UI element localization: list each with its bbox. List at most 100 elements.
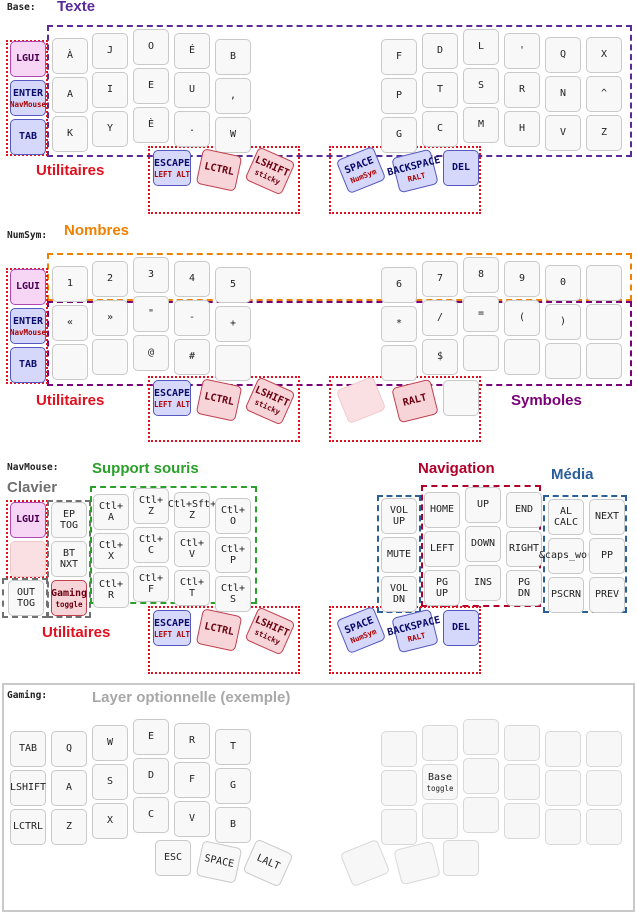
key-label: A	[107, 512, 115, 523]
key-label: É	[188, 45, 196, 57]
key-label: F	[395, 51, 403, 63]
key-blank	[586, 265, 622, 301]
key-label: Ctl+	[220, 582, 246, 594]
key-label: 4	[188, 273, 196, 285]
key-tab: TAB	[10, 731, 46, 767]
key-ctl-p: Ctl+P	[215, 537, 251, 573]
key-z: Z	[586, 115, 622, 151]
key-pp: PP	[589, 538, 625, 574]
key-p: P	[381, 78, 417, 114]
frame-nombres	[47, 253, 632, 301]
key-sublabel: toggle	[426, 783, 454, 793]
key-label: INS	[473, 577, 493, 589]
key-label: X	[107, 551, 115, 562]
key-v: V	[545, 115, 581, 151]
key-label: E	[147, 731, 155, 743]
key-label: R	[188, 735, 196, 747]
key-blank	[422, 725, 458, 761]
key-label: VOL	[389, 582, 409, 594]
key-label: W	[106, 737, 114, 749]
key-j: J	[92, 33, 128, 69]
key-label: TAB	[18, 359, 38, 371]
key-dot: .	[174, 111, 210, 147]
key-blank	[586, 770, 622, 806]
key-label: RALT	[401, 392, 428, 410]
key-n5: 5	[215, 267, 251, 303]
key-lgui: LGUI	[10, 41, 46, 77]
key-blank	[586, 343, 622, 379]
key-blank	[586, 304, 622, 340]
key-label: D	[436, 45, 444, 57]
key-label: NXT	[59, 559, 79, 570]
key-label: «	[66, 317, 74, 329]
key-sublabel: toggle	[55, 599, 83, 609]
key-label: ^	[600, 88, 608, 100]
title-media: Média	[551, 466, 594, 483]
key-label: UP	[392, 516, 406, 527]
key-n8: 8	[463, 257, 499, 293]
key-n: N	[545, 76, 581, 112]
key-ctl-x: Ctl+X	[93, 533, 129, 569]
key-label: END	[514, 504, 534, 516]
key-label: ESCAPE	[153, 388, 191, 399]
key-blank	[422, 803, 458, 839]
key-blank	[463, 758, 499, 794]
key-tab: TAB	[10, 347, 46, 383]
key-label: PG	[435, 576, 449, 588]
key-blank	[545, 770, 581, 806]
frame-gaming-layer	[2, 683, 635, 912]
key-label: »	[106, 312, 114, 324]
key-blank	[381, 345, 417, 381]
key-label: LCTRL	[203, 161, 235, 179]
key-label: UP	[435, 588, 449, 599]
key-label: D	[147, 770, 155, 782]
key-end: END	[506, 492, 542, 528]
key-label: S	[106, 776, 114, 788]
key-equal: =	[463, 296, 499, 332]
key-ins: INS	[465, 565, 501, 601]
key-dquote: "	[133, 296, 169, 332]
key-ctl-z: Ctl+Z	[133, 488, 169, 524]
key-label: DEL	[451, 622, 471, 634]
key-label: $	[436, 351, 444, 363]
key-minus: -	[174, 300, 210, 336]
key-s: S	[463, 68, 499, 104]
key-l: L	[463, 29, 499, 65]
frame-media	[543, 495, 627, 613]
key-blank	[463, 719, 499, 755]
key-blank	[381, 809, 417, 845]
key-next: NEXT	[589, 499, 625, 535]
title-utilitaires: Utilitaires	[36, 162, 105, 179]
key-label: LCTRL	[203, 391, 235, 409]
key-q: Q	[51, 731, 87, 767]
key-label: ,	[229, 90, 237, 102]
key-sublabel: LEFT ALT	[153, 629, 191, 639]
key-label: AL	[559, 505, 573, 517]
key-label: S	[229, 594, 237, 605]
key-apos: '	[504, 33, 540, 69]
key-label: C	[436, 123, 444, 135]
key-label: M	[477, 119, 485, 131]
key-left: LEFT	[424, 531, 460, 567]
key-label: 5	[229, 279, 237, 291]
key-e-grave: È	[133, 107, 169, 143]
key-rparen: )	[545, 304, 581, 340]
key-n3: 3	[133, 257, 169, 293]
key-label: RIGHT	[508, 543, 540, 555]
key-label: ENTER	[12, 316, 44, 327]
key-label: V	[559, 127, 567, 139]
key-home: HOME	[424, 492, 460, 528]
key-blank	[463, 335, 499, 371]
key-a-grave: À	[52, 38, 88, 74]
key-label: DEL	[451, 162, 471, 174]
key-label: ESC	[163, 852, 183, 864]
key-label: 9	[518, 273, 526, 285]
section-label-numsym: NumSym:	[7, 230, 48, 241]
key-blank	[443, 380, 479, 416]
key-n1: 1	[52, 266, 88, 302]
key-label: /	[436, 312, 444, 324]
key-dollar: $	[422, 339, 458, 375]
